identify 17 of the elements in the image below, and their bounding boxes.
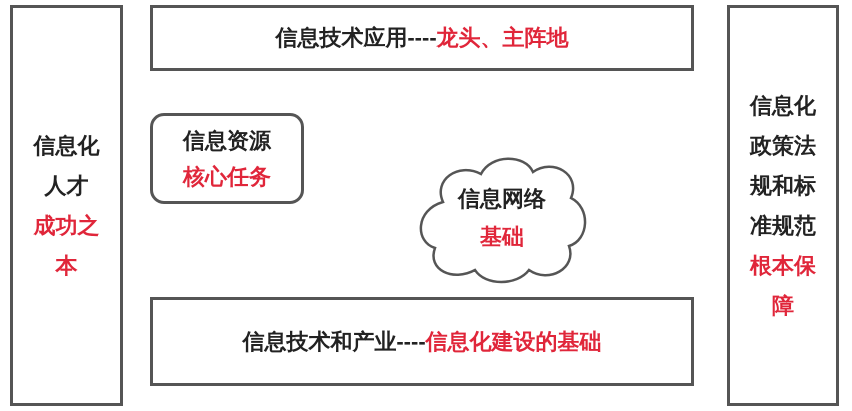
label: 信息化政策法规和标准规范 [748, 92, 817, 240]
outlined-box [150, 5, 694, 71]
highlighted-label: 成功之本 [32, 212, 100, 280]
highlighted-label: 核心任务 [183, 162, 271, 190]
outlined-box [10, 5, 123, 406]
label: 信息网络 [458, 185, 546, 213]
label: 信息化人才 [32, 132, 100, 200]
highlighted-label: 根本保障 [748, 252, 817, 320]
outlined-box [727, 5, 839, 406]
highlighted-label: 信息化建设的基础 [426, 328, 602, 356]
label: 信息技术和产业---- [242, 328, 426, 356]
highlighted-label: 基础 [480, 223, 524, 251]
rounded-box [150, 113, 304, 204]
highlighted-label: 龙头、主阵地 [436, 24, 569, 52]
label: 信息资源 [183, 126, 271, 154]
label: 信息技术应用---- [275, 24, 437, 52]
outlined-box [150, 297, 694, 386]
